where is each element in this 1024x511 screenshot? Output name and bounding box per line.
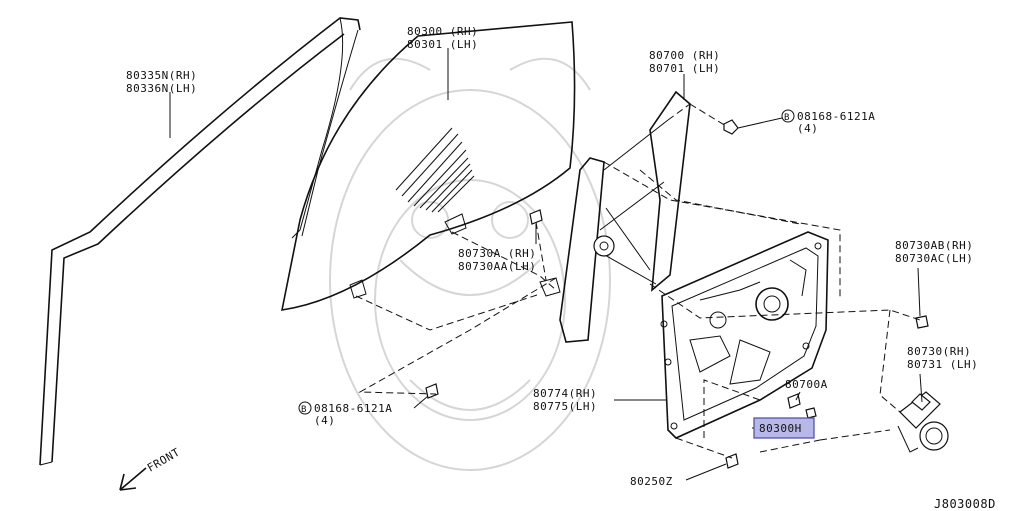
- label-front: FRONT: [145, 446, 182, 475]
- label-front-sash-2: 80336N(LH): [126, 82, 197, 95]
- label-glass-2: 80301 (LH): [407, 38, 478, 51]
- bolt-symbol-left-letter: B: [301, 405, 307, 415]
- label-glass-1: 80300 (RH): [407, 25, 478, 38]
- bolt-symbol-top-letter: B: [784, 113, 790, 123]
- door-glass-part: [280, 21, 576, 311]
- label-module-2: 80775(LH): [533, 400, 597, 413]
- diagram-id: J803008D: [934, 497, 996, 511]
- label-bolt-top-1: 08168-6121A: [797, 110, 875, 123]
- window-regulator-part: [539, 90, 691, 343]
- front-sash-part: [39, 17, 361, 466]
- bolt-symbol-top-icon: [781, 109, 795, 123]
- front-arrow-icon: [119, 467, 147, 491]
- label-regulator-2: 80701 (LH): [649, 62, 720, 75]
- label-bolt-top-2: (4): [797, 122, 818, 135]
- label-motor-2: 80731 (LH): [907, 358, 978, 371]
- label-stud-a-1: 80730A (RH): [458, 247, 536, 260]
- highlight-box: [753, 417, 815, 439]
- label-80300h: 80300H: [759, 422, 802, 435]
- door-module-part: [660, 231, 829, 439]
- label-bolt-left-2: (4): [314, 414, 335, 427]
- motor-part: [897, 391, 949, 453]
- label-bolt-left-1: 08168-6121A: [314, 402, 392, 415]
- label-80250z: 80250Z: [630, 475, 673, 488]
- glass-hatching: [395, 127, 475, 213]
- leader-lines: [169, 48, 923, 481]
- label-motor-1: 80730(RH): [907, 345, 971, 358]
- label-front-sash-1: 80335N(RH): [126, 69, 197, 82]
- label-stud-a-2: 80730AA(LH): [458, 260, 536, 273]
- assembly-lines: [355, 103, 921, 459]
- bolt-symbol-left-icon: [298, 401, 312, 415]
- label-stud-ab-2: 80730AC(LH): [895, 252, 973, 265]
- label-stud-ab-1: 80730AB(RH): [895, 239, 973, 252]
- label-80700a: 80700A: [785, 378, 828, 391]
- label-regulator-1: 80700 (RH): [649, 49, 720, 62]
- label-module-1: 80774(RH): [533, 387, 597, 400]
- fasteners: [425, 119, 929, 469]
